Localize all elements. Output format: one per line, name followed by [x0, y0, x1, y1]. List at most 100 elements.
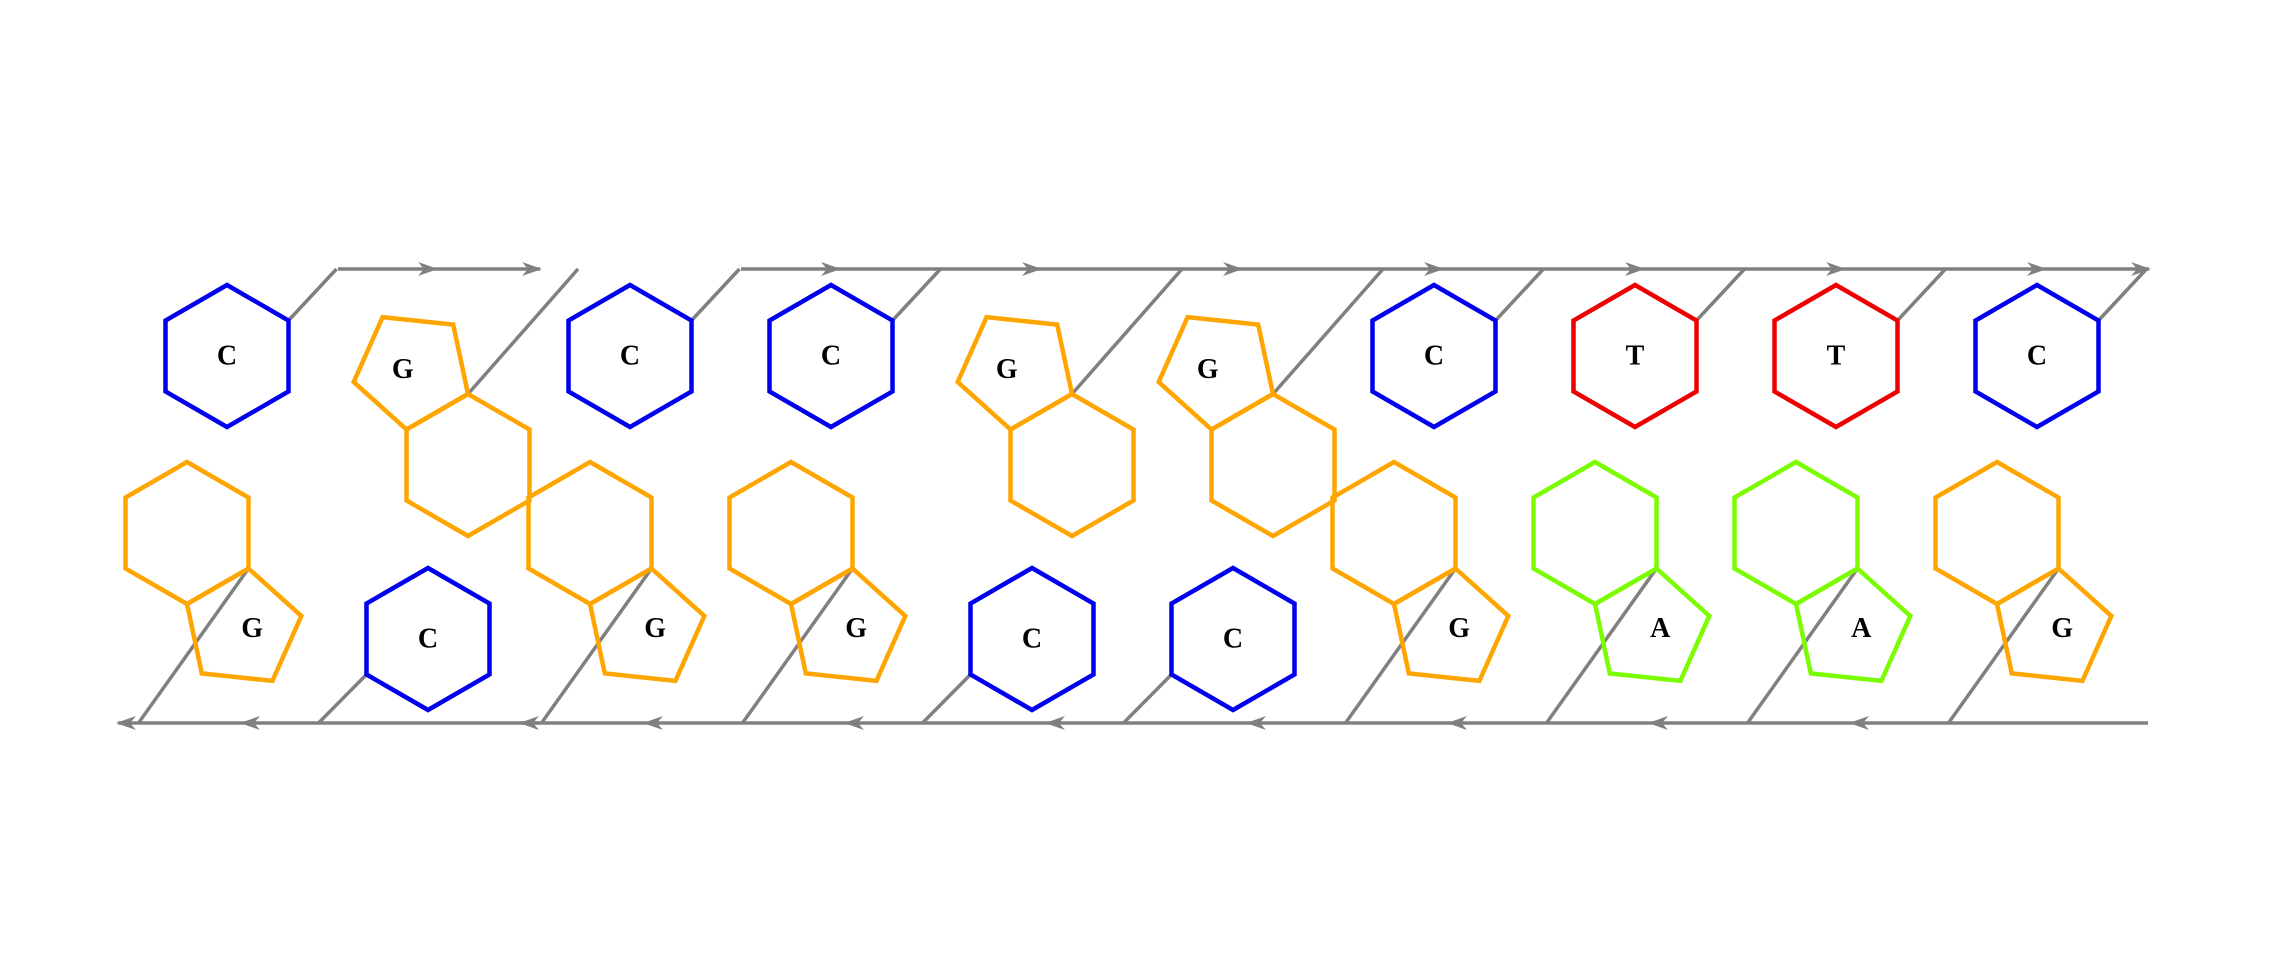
bottom-strand-arrow: [643, 716, 663, 730]
sugar-link: [1947, 567, 2060, 725]
base-label: G: [1448, 613, 1470, 644]
top-strand-arrow: [1625, 262, 1645, 276]
pyrimidine-ring: [163, 282, 291, 430]
base-label: C: [1022, 624, 1042, 655]
purine-five-ring: [350, 314, 471, 433]
purine-six-ring: [123, 459, 251, 607]
sugar-link: [1494, 267, 1545, 322]
base-label: C: [1223, 624, 1243, 655]
purine-six-ring: [1008, 391, 1136, 539]
base-label: T: [1827, 341, 1846, 372]
purine-five-ring: [954, 314, 1075, 433]
top-base-G: G: [954, 314, 1136, 539]
base-label: C: [620, 341, 640, 372]
bottom-strand-arrow: [1849, 716, 1869, 730]
pyrimidine-ring: [767, 282, 895, 430]
purine-five-ring: [1793, 565, 1914, 684]
backbone-layer: [116, 262, 2151, 730]
base-label: T: [1626, 341, 1645, 372]
bottom-strand-arrow: [1447, 716, 1467, 730]
sugar-link: [921, 673, 972, 725]
sugar-link: [1746, 567, 1859, 725]
pyrimidine-ring: [968, 565, 1096, 713]
top-base-C: C: [1973, 282, 2101, 430]
sugar-link: [1695, 267, 1746, 322]
bottom-base-G: G: [1933, 459, 2115, 684]
bottom-strand-arrow: [844, 716, 864, 730]
sugar-link: [1271, 267, 1385, 396]
sugar-link: [891, 267, 942, 322]
bottom-base-A: A: [1732, 459, 1914, 684]
base-label: C: [217, 341, 237, 372]
top-base-G: G: [350, 314, 532, 539]
sugar-link: [540, 567, 653, 725]
base-label: C: [1424, 341, 1444, 372]
sugar-link: [287, 267, 338, 322]
purine-six-ring: [1330, 459, 1458, 607]
base-label: G: [241, 613, 263, 644]
base-label: G: [996, 354, 1018, 385]
purine-five-ring: [184, 565, 305, 684]
top-base-G: G: [1155, 314, 1337, 539]
purine-six-ring: [404, 391, 532, 539]
bottom-base-G: G: [526, 459, 708, 684]
pyrimidine-ring: [566, 282, 694, 430]
pyrimidine-ring: [364, 565, 492, 713]
bottom-base-C: C: [968, 565, 1096, 713]
purine-five-ring: [1391, 565, 1512, 684]
base-label: G: [845, 613, 867, 644]
top-base-T: T: [1772, 282, 1900, 430]
base-label: C: [821, 341, 841, 372]
purine-six-ring: [727, 459, 855, 607]
purine-six-ring: [1531, 459, 1659, 607]
sugar-link: [317, 673, 368, 725]
top-strand-arrow: [1022, 262, 1042, 276]
pyrimidine-ring: [1169, 565, 1297, 713]
top-base-C: C: [1370, 282, 1498, 430]
top-strand-arrow: [1826, 262, 1846, 276]
sugar-link: [137, 567, 250, 725]
base-label: G: [2051, 613, 2073, 644]
bottom-strand-arrow: [1648, 716, 1668, 730]
pyrimidine-ring: [1772, 282, 1900, 430]
purine-five-ring: [587, 565, 708, 684]
sugar-link: [1122, 673, 1173, 725]
purine-five-ring: [1155, 314, 1276, 433]
purine-six-ring: [1209, 391, 1337, 539]
base-label: A: [1650, 613, 1671, 644]
sugar-link: [741, 567, 854, 725]
bottom-strand-arrow: [240, 716, 260, 730]
purine-five-ring: [1994, 565, 2115, 684]
bottom-strand-arrow: [1246, 716, 1266, 730]
pyrimidine-ring: [1370, 282, 1498, 430]
sugar-link: [690, 267, 741, 322]
base-label: G: [392, 354, 414, 385]
purine-five-ring: [1592, 565, 1713, 684]
top-base-C: C: [767, 282, 895, 430]
sugar-link: [2097, 267, 2148, 322]
base-label: G: [644, 613, 666, 644]
bottom-base-G: G: [727, 459, 909, 684]
base-label: A: [1851, 613, 1872, 644]
purine-five-ring: [788, 565, 909, 684]
pyrimidine-ring: [1973, 282, 2101, 430]
sugar-link: [1545, 567, 1658, 725]
purine-six-ring: [1732, 459, 1860, 607]
sugar-link: [1344, 567, 1457, 725]
top-strand-arrow: [821, 262, 841, 276]
top-strand-arrow: [418, 262, 438, 276]
base-label: G: [1197, 354, 1219, 385]
pyrimidine-ring: [1571, 282, 1699, 430]
bottom-base-A: A: [1531, 459, 1713, 684]
top-strand-arrow: [1424, 262, 1444, 276]
sugar-link: [1896, 267, 1947, 322]
top-strand-arrow: [1223, 262, 1243, 276]
duplex-segment: C C G G C T T C G G C C G A A G: [526, 282, 2115, 713]
top-base-C: C: [163, 282, 291, 430]
purine-six-ring: [1933, 459, 2061, 607]
bottom-base-C: C: [1169, 565, 1297, 713]
top-strand-arrow: [2027, 262, 2047, 276]
top-base-C: C: [566, 282, 694, 430]
